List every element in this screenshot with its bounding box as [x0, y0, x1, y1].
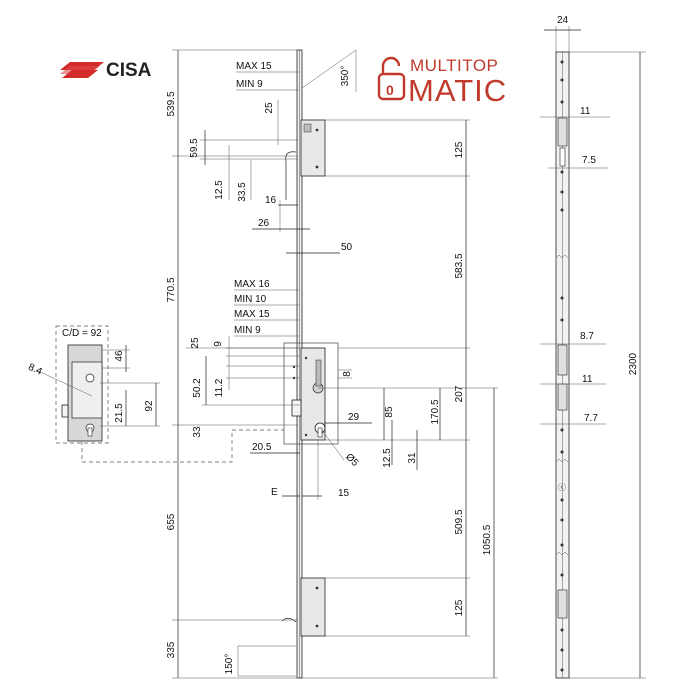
cisa-logo-mark-icon: [60, 62, 104, 78]
cylinder-detail-inset: C/D = 92 46 92 21.5 8.4: [26, 325, 284, 463]
svg-text:0: 0: [386, 82, 394, 98]
dim-7-5: 7.5: [582, 155, 596, 166]
top-latch-dimensions: 59.5 25 12.5 33.5 16 26 50: [189, 100, 353, 254]
bottom-angle-dimension: 150°: [224, 645, 296, 677]
top-backset-notes: MAX 15 MIN 9 350°: [236, 49, 357, 92]
dim-11-2: 11.2: [214, 378, 225, 397]
cisa-logo-text: CISA: [106, 60, 152, 81]
cisa-logo: CISA: [60, 60, 152, 81]
central-case-dimensions: 25 9 50.2 11.2 33 8 29 85 170.5 20.5 12.…: [186, 336, 441, 470]
dim-8-4: 8.4: [26, 362, 44, 378]
dim-150-deg: 150°: [224, 654, 235, 675]
note-cd-92: C/D = 92: [62, 328, 102, 339]
dim-8: 8: [342, 371, 353, 377]
dim-85: 85: [384, 406, 395, 418]
dim-539-5: 539.5: [166, 91, 177, 116]
dim-21-5: 21.5: [114, 403, 125, 423]
dim-170-5: 170.5: [430, 399, 441, 424]
dim-583-5: 583.5: [454, 253, 465, 278]
svg-text:ⓒ: ⓒ: [558, 483, 566, 492]
bottom-bolt-plate: [281, 577, 326, 637]
dim-33-5: 33.5: [237, 182, 248, 202]
note-max-15-a: MAX 15: [236, 61, 272, 72]
dim-15: 15: [338, 488, 350, 499]
dim-33: 33: [192, 426, 203, 438]
note-min-9-a: MIN 9: [236, 79, 263, 90]
dim-26: 26: [258, 218, 270, 229]
dim-350-deg: 350°: [340, 66, 351, 87]
central-lock-case: [283, 342, 339, 445]
note-max-15-b: MAX 15: [234, 309, 270, 320]
note-min-9-b: MIN 9: [234, 325, 261, 336]
dim-29: 29: [348, 412, 360, 423]
product-name-line1: MULTITOP: [410, 56, 498, 75]
dim-11-a: 11: [580, 106, 591, 117]
top-bolt-plate: [285, 119, 326, 200]
dim-207: 207: [454, 385, 465, 402]
dim-509-5: 509.5: [454, 509, 465, 534]
dim-655: 655: [166, 513, 177, 530]
dim-12-5-b: 12.5: [382, 448, 393, 468]
note-max-16: MAX 16: [234, 279, 270, 290]
dim-8-7: 8.7: [580, 331, 594, 342]
dim-12-5-a: 12.5: [214, 180, 225, 200]
note-e: E: [271, 487, 278, 498]
side-profile-strip: ⓒ: [555, 51, 570, 679]
multitop-matic-logo: 0 MULTITOP MATIC: [377, 56, 507, 108]
dim-92: 92: [144, 400, 155, 412]
dim-125-top: 125: [454, 141, 465, 158]
dim-335-a: 335: [166, 641, 177, 658]
dim-125-bottom: 125: [454, 599, 465, 616]
dim-9: 9: [213, 341, 224, 347]
backset-dimension-e: E 15: [271, 440, 350, 500]
dim-1050-5: 1050.5: [482, 524, 493, 555]
middle-backset-notes: MAX 16 MIN 10 MAX 15 MIN 9: [234, 279, 299, 337]
left-vertical-dimensions: 539.5 770.5 655 335: [166, 49, 298, 679]
dim-50-2: 50.2: [192, 378, 203, 398]
dim-7-7: 7.7: [584, 413, 598, 424]
padlock-icon: 0: [377, 56, 406, 101]
note-min-10: MIN 10: [234, 294, 267, 305]
dim-24: 24: [557, 15, 569, 26]
dim-770-5: 770.5: [166, 277, 177, 302]
dim-2300: 2300: [628, 352, 639, 375]
side-profile-dimensions: 24 11 7.5 8.7 11 7.7 2300: [540, 15, 646, 679]
dim-59-5: 59.5: [189, 138, 200, 158]
product-name-line2: MATIC: [408, 73, 507, 108]
dim-phi-5: Ø5: [343, 452, 361, 470]
dim-20-5: 20.5: [252, 442, 272, 453]
dim-25-a: 25: [264, 102, 275, 114]
dim-31: 31: [407, 452, 418, 464]
dim-50: 50: [341, 242, 353, 253]
dim-25-b: 25: [190, 337, 201, 349]
dim-46: 46: [114, 350, 125, 362]
dim-16: 16: [265, 195, 277, 206]
dim-11-b: 11: [582, 374, 593, 385]
right-vertical-dimensions: 125 583.5 207 509.5 125 1050.5: [302, 119, 498, 679]
